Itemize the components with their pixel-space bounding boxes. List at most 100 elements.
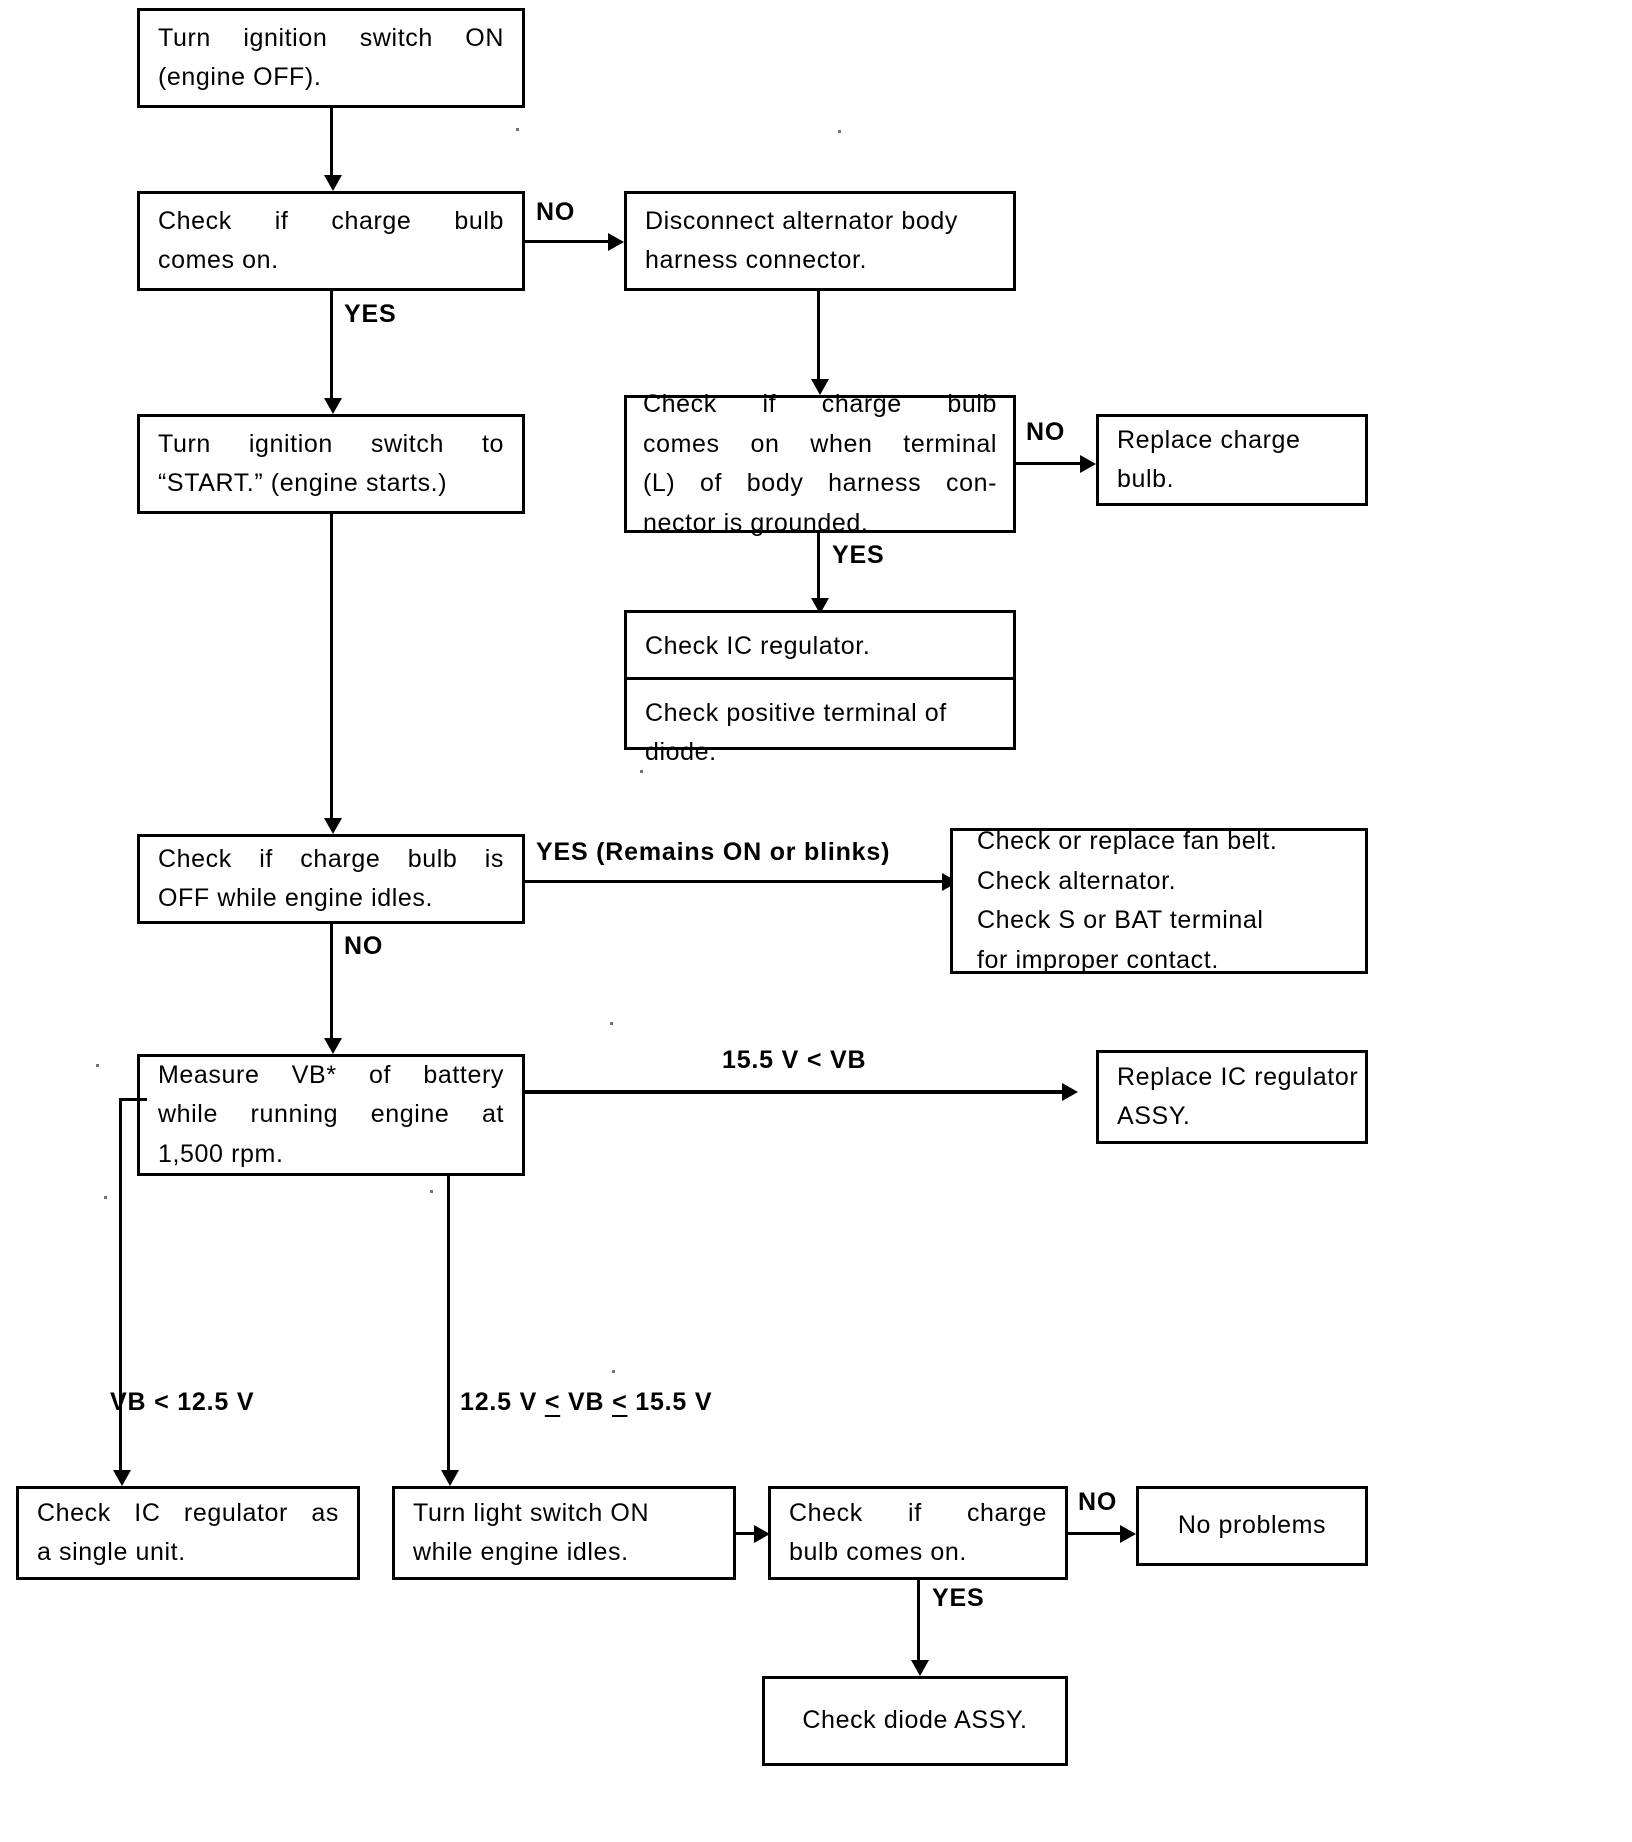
arrowhead-down <box>811 379 829 395</box>
node-text-line: Check IC regulator as <box>37 1498 339 1527</box>
edge-yes-remains-on-to-fan-belt <box>525 880 950 883</box>
node-text-line: nector is grounded. <box>643 508 869 537</box>
node-text-line: OFF while engine idles. <box>158 884 434 912</box>
edge-label-yes-2: YES <box>832 541 885 569</box>
node-text-line: (L) of body harness con- <box>643 469 997 497</box>
node-disconnect-connector: Disconnect alternator body harness conne… <box>624 191 1016 291</box>
edge-vb-low-elbow-v <box>119 1098 122 1476</box>
arrowhead-down <box>441 1470 459 1486</box>
less-than-or-equal-icon: < <box>612 1388 628 1416</box>
node-text-line: Turn ignition switch ON <box>158 23 504 52</box>
edge-label-yes-remains-on: YES (Remains ON or blinks) <box>536 838 891 866</box>
node-text-line: harness connector. <box>645 246 868 274</box>
node-check-fan-belt: Check or replace fan belt. Check alterna… <box>950 827 1368 974</box>
arrowhead-down <box>324 818 342 834</box>
node-check-terminal-grounded: Check if charge bulb comes on when termi… <box>624 390 1016 537</box>
arrowhead-right <box>1120 1525 1136 1543</box>
node-replace-charge-bulb: Replace charge bulb. <box>1096 414 1368 506</box>
node-text-line: Check if charge bulb <box>158 206 504 235</box>
node-text-line: Check positive terminal of <box>645 698 947 727</box>
edge-vb-low-elbow-h <box>119 1098 147 1101</box>
node-turn-light-switch: Turn light switch ON while engine idles. <box>392 1486 736 1580</box>
node-check-bulb-comes-on: Check if charge bulb comes on. <box>137 191 525 291</box>
edge-vb-high-to-replace-ic-assy <box>525 1090 1070 1094</box>
edge-label-no-2: NO <box>1026 418 1066 446</box>
node-check-ic-single-unit: Check IC regulator as a single unit. <box>16 1486 360 1580</box>
edge-label-yes-1: YES <box>344 300 397 328</box>
edge-label-vb-mid: 12.5 V < VB < 15.5 V <box>460 1388 712 1417</box>
node-text-line: No problems <box>1177 1511 1327 1540</box>
node-text-line: Check alternator. <box>977 866 1177 895</box>
node-text-line: bulb. <box>1117 465 1175 493</box>
edge-yes-to-ignition-start <box>330 291 333 403</box>
edge-label-yes-3: YES <box>932 1584 985 1612</box>
node-text-line: Replace charge <box>1117 425 1301 454</box>
edge-no-to-measure-vb <box>330 924 333 1044</box>
edge-ignition-to-check-bulb <box>330 108 333 180</box>
node-section-check-ic-regulator: Check IC regulator. <box>627 613 1013 680</box>
less-than-or-equal-icon: < <box>544 1388 561 1416</box>
edge-no-to-replace-bulb <box>1016 462 1088 465</box>
node-text-line: Replace IC regulator <box>1117 1062 1359 1091</box>
node-text-line: Turn light switch ON <box>413 1498 650 1527</box>
node-text-line: Check if charge <box>789 1498 1047 1527</box>
arrowhead-down <box>113 1470 131 1486</box>
node-text-line: Check if charge bulb is <box>158 844 504 873</box>
node-check-bulb-off-idle: Check if charge bulb is OFF while engine… <box>137 834 525 924</box>
node-text-line: while engine idles. <box>413 1538 629 1566</box>
edge-yes-to-check-ic-regulator <box>817 533 820 605</box>
node-text-line: Check or replace fan belt. <box>977 827 1278 855</box>
scan-speck <box>430 1190 433 1193</box>
scan-speck <box>96 1064 99 1067</box>
node-text-line: ASSY. <box>1117 1102 1191 1130</box>
edge-light-switch-to-check-bulb2 <box>736 1532 764 1535</box>
edge-start-to-check-bulb-off <box>330 514 333 824</box>
arrowhead-down <box>911 1660 929 1676</box>
edge-vb-mid-to-light-switch <box>447 1176 450 1476</box>
node-ignition-start: Turn ignition switch to “START.” (engine… <box>137 414 525 514</box>
node-check-bulb-comes-on-2: Check if charge bulb comes on. <box>768 1486 1068 1580</box>
node-text-line: Check IC regulator. <box>645 632 871 660</box>
edge-label-no-4: NO <box>1078 1488 1118 1516</box>
scan-speck <box>610 1022 613 1025</box>
node-text-line: 1,500 rpm. <box>158 1139 284 1168</box>
node-text-line: “START.” (engine starts.) <box>158 469 448 497</box>
node-text-line: a single unit. <box>37 1538 186 1566</box>
node-text-line: Turn ignition switch to <box>158 429 504 458</box>
arrowhead-down <box>324 398 342 414</box>
scan-speck <box>838 130 841 133</box>
scan-speck <box>640 770 643 773</box>
vb-mid-variable: VB <box>567 1388 605 1416</box>
node-text-line: comes on when terminal <box>643 429 997 458</box>
node-text-line: for improper contact. <box>977 945 1219 974</box>
node-text-line: while running engine at <box>158 1100 504 1129</box>
arrowhead-down <box>324 175 342 191</box>
edge-label-no-3: NO <box>344 932 384 960</box>
node-no-problems: No problems <box>1136 1486 1368 1566</box>
node-text-line: Measure VB* of battery <box>158 1060 504 1089</box>
arrowhead-right <box>1062 1083 1078 1101</box>
node-text-line: diode. <box>645 738 717 766</box>
node-check-ic-and-diode: Check IC regulator. Check positive termi… <box>624 610 1016 766</box>
node-check-diode-assy: Check diode ASSY. <box>762 1676 1068 1766</box>
node-text-line: Check S or BAT terminal <box>977 906 1264 934</box>
node-section-check-diode-terminal: Check positive terminal of diode. <box>627 680 1013 783</box>
scan-speck <box>516 128 519 131</box>
edge-label-vb-high: 15.5 V < VB <box>722 1046 867 1074</box>
edge-yes-to-check-diode-assy <box>917 1580 920 1666</box>
node-text-line: Disconnect alternator body <box>645 206 958 235</box>
node-text-line: (engine OFF). <box>158 63 322 91</box>
scan-speck <box>104 1196 107 1199</box>
edge-label-no-1: NO <box>536 198 576 226</box>
vb-mid-upper-bound: 15.5 V <box>635 1388 713 1416</box>
arrowhead-down <box>324 1038 342 1054</box>
edge-disconnect-to-check-terminal <box>817 291 820 384</box>
node-text-line: Check diode ASSY. <box>802 1706 1028 1735</box>
arrowhead-right <box>1080 455 1096 473</box>
node-measure-vb: Measure VB* of battery while running eng… <box>137 1054 525 1176</box>
vb-mid-lower-bound: 12.5 V <box>460 1388 538 1416</box>
node-replace-ic-regulator-assy: Replace IC regulator ASSY. <box>1096 1050 1368 1144</box>
arrowhead-right <box>608 233 624 251</box>
node-text-line: Check if charge bulb <box>643 390 997 418</box>
